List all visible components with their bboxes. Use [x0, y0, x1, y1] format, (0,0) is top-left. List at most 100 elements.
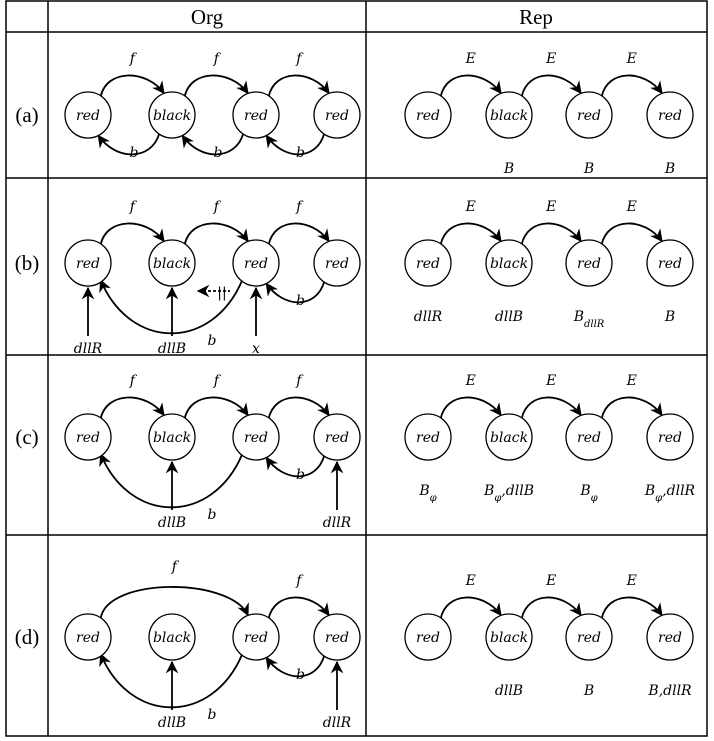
org-node-0-1-label: black [153, 108, 191, 124]
org-f-1-0-arc [99, 222, 165, 245]
org-f-1-1-label: f [213, 199, 222, 215]
rep-annot-3-2: B,dllR [647, 683, 692, 699]
row-label-3: (d) [15, 625, 40, 649]
org-b-3-0-arc [265, 655, 326, 678]
org-node-3-2-circle [232, 613, 280, 661]
org-ptr-1-0-label: dllR [74, 341, 103, 357]
org-node-0-0-label: red [76, 108, 100, 124]
row-label-0: (a) [15, 103, 38, 127]
rep-e-3-0-arc [439, 596, 502, 619]
rep-node-1-1-circle [485, 239, 533, 287]
header-rep: Rep [519, 5, 553, 29]
rep-node-2-1-label: black [490, 430, 528, 446]
org-node-3-3-label: red [325, 630, 349, 646]
rep-annot-0-2: B [664, 161, 675, 177]
rep-node-1-2-circle [565, 239, 613, 287]
rep-node-1-0-label: red [416, 256, 440, 272]
org-f-3-0-label: f [171, 559, 180, 575]
rep-e-2-0-arc [439, 396, 502, 419]
org-f-0-0-arc [99, 74, 165, 97]
rep-annot-2-0: Bφ [418, 483, 436, 504]
rep-e-1-2-arc [600, 222, 663, 245]
org-longb-1-label: b [208, 333, 217, 349]
rep-node-3-3-circle [646, 613, 694, 661]
org-ptr-2-1-label: dllR [323, 515, 352, 531]
rep-node-0-3-label: red [658, 108, 682, 124]
rep-e-1-0-arc [439, 222, 502, 245]
rep-e-2-1-label: E [545, 373, 556, 389]
rep-node-0-0-label: red [416, 108, 440, 124]
rep-e-3-1-label: E [545, 573, 556, 589]
org-ptr-3-0-label: dllB [158, 715, 186, 731]
rep-annot-1-1: dllB [495, 309, 523, 325]
org-ptr-1-1-label: dllB [158, 341, 186, 357]
org-node-1-0-circle [64, 239, 112, 287]
rep-node-3-0-circle [404, 613, 452, 661]
rep-e-2-2-arc [600, 396, 663, 419]
rep-node-1-2-label: red [577, 256, 601, 272]
org-node-0-1-circle [148, 91, 196, 139]
rep-node-0-1-label: black [490, 108, 528, 124]
org-f-2-2-label: f [295, 373, 304, 389]
org-b-0-1-label: b [214, 145, 223, 161]
org-node-3-3-circle [313, 613, 361, 661]
org-node-2-3-label: red [325, 430, 349, 446]
rep-node-1-0-circle [404, 239, 452, 287]
rep-node-1-3-label: red [658, 256, 682, 272]
org-f-1-2-label: f [295, 199, 304, 215]
rep-node-2-3-circle [646, 413, 694, 461]
rep-node-1-3-circle [646, 239, 694, 287]
org-b-2-0-label: b [296, 467, 305, 483]
org-node-1-0-label: red [76, 256, 100, 272]
org-ptr-2-0-label: dllB [158, 515, 186, 531]
rep-node-1-1-label: black [490, 256, 528, 272]
org-f-0-1-label: f [213, 51, 222, 67]
org-longb-3-label: b [208, 707, 217, 723]
org-f-3-1-arc [267, 596, 330, 619]
org-node-1-3-circle [313, 239, 361, 287]
rep-node-3-2-circle [565, 613, 613, 661]
org-f-3-1-label: f [295, 573, 304, 589]
org-f-1-0-label: f [129, 199, 138, 215]
org-longb-2-label: b [208, 507, 217, 523]
org-ptr-3-1-label: dllR [323, 715, 352, 731]
org-f-2-1-arc [183, 396, 249, 419]
rep-node-0-0-circle [404, 91, 452, 139]
org-f-3-0-arc [99, 586, 249, 619]
org-f-0-0-label: f [129, 51, 138, 67]
org-node-3-1-circle [148, 613, 196, 661]
rep-node-0-1-circle [485, 91, 533, 139]
rep-node-2-2-label: red [577, 430, 601, 446]
rep-node-3-0-label: red [416, 630, 440, 646]
rep-e-3-2-label: E [626, 573, 637, 589]
rep-node-3-1-label: black [490, 630, 528, 646]
rep-e-0-1-label: E [545, 51, 556, 67]
org-node-3-0-label: red [76, 630, 100, 646]
rep-annot-1-0: dllR [414, 309, 443, 325]
org-b-0-0-arc [97, 133, 161, 156]
rep-e-2-0-label: E [465, 373, 476, 389]
cut-symbol: || [217, 285, 226, 301]
org-node-0-2-circle [232, 91, 280, 139]
org-node-3-0-circle [64, 613, 112, 661]
rep-node-2-1-circle [485, 413, 533, 461]
row-label-1: (b) [15, 251, 40, 275]
rep-annot-1-2: BdllR [573, 309, 605, 330]
org-node-2-0-circle [64, 413, 112, 461]
rep-e-3-0-label: E [465, 573, 476, 589]
rep-e-0-2-arc [600, 74, 663, 97]
rep-e-2-2-label: E [626, 373, 637, 389]
org-ptr-1-2-label: x [252, 341, 260, 357]
org-node-2-0-label: red [76, 430, 100, 446]
org-node-1-2-label: red [244, 256, 268, 272]
rep-e-2-1-arc [520, 396, 582, 419]
row-label-2: (c) [15, 425, 38, 449]
rep-annot-2-3: Bφ,dllR [644, 483, 696, 504]
